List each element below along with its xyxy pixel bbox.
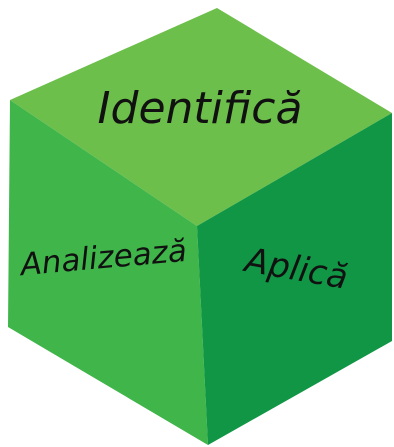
cube-face-left xyxy=(8,100,208,445)
cube-face-right xyxy=(197,113,392,445)
cube-face-top xyxy=(10,8,392,226)
label-top: Identifică xyxy=(98,83,303,134)
